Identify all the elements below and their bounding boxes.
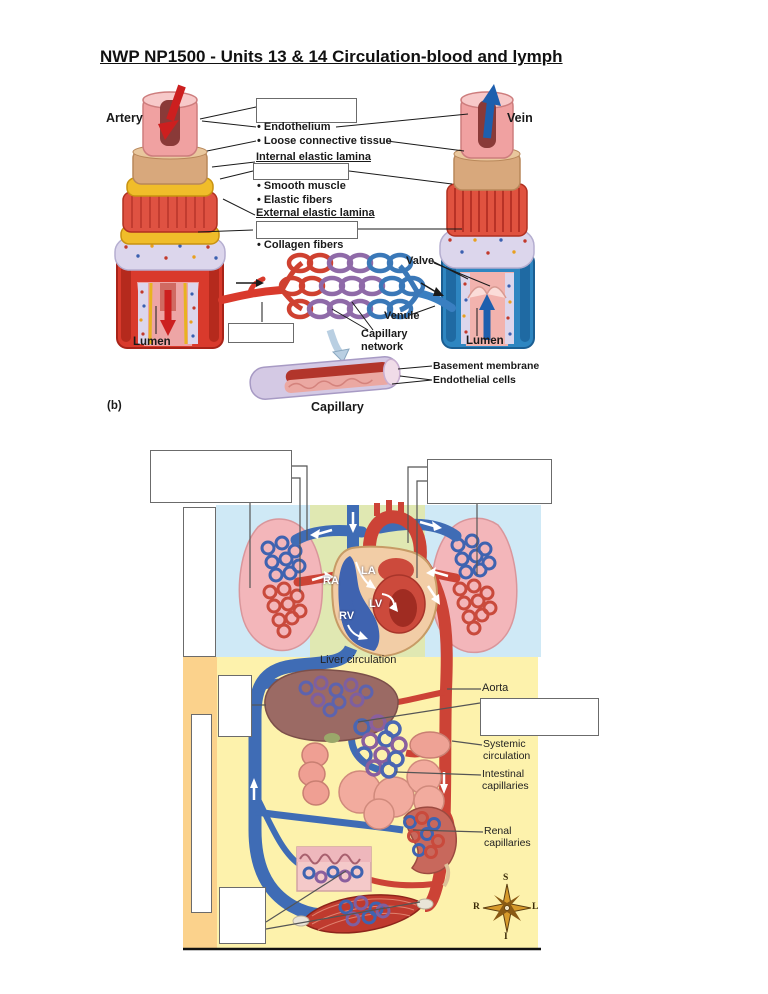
flow-arrows bbox=[250, 512, 449, 800]
vein-illustration bbox=[439, 84, 535, 349]
figure2-leader-lines bbox=[249, 465, 484, 930]
compass-right-label: R bbox=[473, 902, 480, 912]
answer-box-vessel-3[interactable] bbox=[256, 221, 358, 239]
external-elastic-lamina-label: External elastic lamina bbox=[256, 207, 375, 219]
capillary-network-label: Capillary network bbox=[361, 328, 408, 353]
right-ventricle-label: RV bbox=[339, 610, 355, 622]
artery-label: Artery bbox=[106, 111, 143, 125]
basement-membrane-label: Basement membrane bbox=[433, 360, 540, 372]
capillary-caption: Capillary bbox=[311, 400, 364, 414]
answer-box-circ-bottom[interactable] bbox=[219, 887, 266, 944]
elastic-fibers-label: • Elastic fibers bbox=[257, 194, 333, 206]
lumen-vein-label: Lumen bbox=[466, 335, 504, 347]
endothelium-label: • Endothelium bbox=[257, 121, 331, 133]
left-ventricle-label: LV bbox=[369, 598, 383, 610]
loose-connective-tissue-label: • Loose connective tissue bbox=[257, 135, 392, 147]
lumen-artery-label: Lumen bbox=[133, 336, 171, 348]
right-atrium-label: RA bbox=[323, 575, 339, 587]
capillary-illustration bbox=[249, 356, 401, 400]
smooth-muscle-label: • Smooth muscle bbox=[257, 180, 346, 192]
answer-box-vessel-1[interactable] bbox=[256, 98, 357, 123]
figure1-leader-lines bbox=[155, 106, 491, 385]
venule-label: Venule bbox=[384, 310, 420, 322]
answer-box-circ-left-tall-lower[interactable] bbox=[191, 714, 212, 913]
valve-label: Valve bbox=[406, 255, 435, 267]
endothelial-cells-label: Endothelial cells bbox=[433, 374, 516, 386]
answer-box-circ-top-right[interactable] bbox=[427, 459, 552, 504]
compass-inferior-label: I bbox=[504, 932, 508, 942]
systemic-circulation-label: Systemic circulation bbox=[483, 738, 531, 763]
intestinal-capillaries-label: Intestinal capillaries bbox=[482, 768, 529, 793]
abdominal-organs-illustration bbox=[264, 669, 457, 934]
answer-box-circ-left-small[interactable] bbox=[218, 675, 252, 737]
collagen-fibers-label: • Collagen fibers bbox=[257, 239, 344, 251]
figure-tag: (b) bbox=[107, 400, 122, 412]
internal-elastic-lamina-label: Internal elastic lamina bbox=[256, 151, 371, 163]
page-title: NWP NP1500 - Units 13 & 14 Circulation-b… bbox=[100, 47, 563, 66]
artery-illustration bbox=[114, 84, 226, 349]
left-atrium-label: LA bbox=[361, 565, 376, 577]
compass-superior-label: S bbox=[503, 873, 509, 883]
liver-circulation-label: Liver circulation bbox=[320, 654, 397, 666]
compass-left-label: L bbox=[532, 902, 539, 912]
answer-box-vessel-4[interactable] bbox=[228, 323, 294, 343]
capillary-network-illustration bbox=[218, 252, 456, 363]
vein-label: Vein bbox=[507, 111, 533, 125]
answer-box-circ-right[interactable] bbox=[480, 698, 599, 736]
renal-capillaries-label: Renal capillaries bbox=[484, 825, 531, 850]
answer-box-circ-top-left[interactable] bbox=[150, 450, 292, 503]
answer-box-vessel-2[interactable] bbox=[253, 163, 349, 180]
heart-illustration bbox=[331, 545, 439, 658]
aorta-label: Aorta bbox=[482, 682, 509, 694]
compass-rose-icon bbox=[482, 883, 532, 933]
answer-box-circ-left-tall-upper[interactable] bbox=[183, 507, 216, 657]
